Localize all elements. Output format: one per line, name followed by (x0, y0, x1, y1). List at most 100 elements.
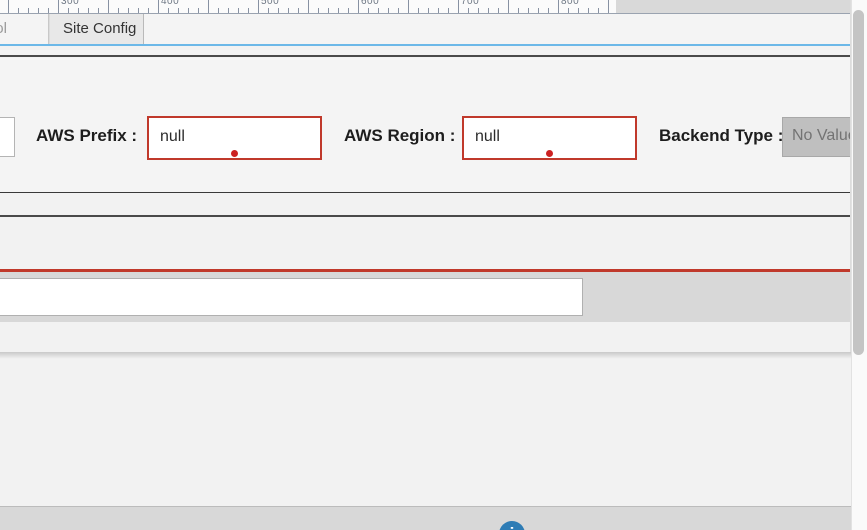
aws-region-value: null (475, 128, 500, 145)
ruler-major-tick (358, 0, 359, 13)
ruler-minor-tick (428, 8, 429, 13)
ruler-minor-tick (238, 8, 239, 13)
aws-prefix-label: AWS Prefix : (36, 126, 138, 145)
config-form-band: AWS Prefix : null AWS Region : null Back… (0, 58, 867, 192)
ruler-minor-tick (598, 8, 599, 13)
aws-region-input[interactable]: null (462, 116, 637, 160)
unnamed-text-input[interactable] (0, 117, 15, 157)
vertical-scrollbar-thumb[interactable] (853, 10, 864, 355)
ruler-minor-tick (228, 8, 229, 13)
toolbar-top-separator (0, 55, 867, 57)
ruler-minor-tick (498, 8, 499, 13)
ruler-minor-tick (348, 8, 349, 13)
ruler-minor-tick (518, 8, 519, 13)
ruler-minor-tick (318, 8, 319, 13)
ruler-major-tick (108, 0, 109, 13)
ruler-label: 800 (561, 0, 580, 7)
ruler-major-tick (608, 0, 609, 13)
ruler-minor-tick (468, 8, 469, 13)
ruler-major-tick (8, 0, 9, 13)
ruler-minor-tick (368, 8, 369, 13)
info-badge-glyph: i (499, 523, 525, 530)
ruler-minor-tick (478, 8, 479, 13)
validation-divider (0, 269, 867, 272)
section-separator-lower (0, 215, 867, 217)
ruler-minor-tick (178, 8, 179, 13)
ruler-minor-tick (488, 8, 489, 13)
ruler-label: 700 (461, 0, 480, 7)
ruler-minor-tick (188, 8, 189, 13)
ruler-minor-tick (278, 8, 279, 13)
ruler-minor-tick (148, 8, 149, 13)
backend-type-value: No Value (792, 127, 857, 144)
vertical-scrollbar-track[interactable] (851, 0, 867, 530)
ruler-label: 300 (61, 0, 80, 7)
ruler-minor-tick (68, 8, 69, 13)
ruler-major-tick (308, 0, 309, 13)
aws-prefix-value: null (160, 128, 185, 145)
ruler-label: 600 (361, 0, 380, 7)
tab-site-config[interactable]: Site Config (49, 14, 144, 44)
ruler-major-tick (508, 0, 509, 13)
ruler-minor-tick (578, 8, 579, 13)
background-canvas (0, 359, 867, 506)
aws-prefix-input[interactable]: null (147, 116, 322, 160)
ruler-minor-tick (448, 8, 449, 13)
ruler-minor-tick (38, 8, 39, 13)
ruler-major-tick (58, 0, 59, 13)
ruler-minor-tick (418, 8, 419, 13)
ruler-minor-tick (288, 8, 289, 13)
ruler-minor-tick (388, 8, 389, 13)
ruler-minor-tick (118, 8, 119, 13)
ruler-minor-tick (98, 8, 99, 13)
pane-right-edge (850, 0, 851, 352)
ruler-major-tick (258, 0, 259, 13)
section-gap-band (0, 193, 867, 215)
empty-content-band (0, 217, 867, 270)
ruler-overflow-area (616, 0, 867, 14)
ruler-minor-tick (18, 8, 19, 13)
info-badge-icon[interactable]: i (499, 521, 525, 530)
ruler-label: 500 (261, 0, 280, 7)
ruler-minor-tick (328, 8, 329, 13)
aws-region-error-dot (546, 150, 553, 157)
ruler-minor-tick (538, 8, 539, 13)
ruler-minor-tick (398, 8, 399, 13)
ruler-major-tick (558, 0, 559, 13)
ruler-minor-tick (248, 8, 249, 13)
ruler-minor-tick (548, 8, 549, 13)
aws-region-label: AWS Region : (344, 126, 456, 145)
lower-text-input[interactable] (0, 278, 583, 316)
tab-y-tool-label: y Tool (0, 20, 7, 37)
tab-bar-filler (145, 14, 867, 44)
tab-bar: y Tool Site Config (0, 14, 867, 46)
lower-toolbar-band (0, 272, 867, 322)
ruler-minor-tick (338, 8, 339, 13)
ruler-minor-tick (568, 8, 569, 13)
section-separator-upper (0, 192, 867, 193)
tab-y-tool[interactable]: y Tool (0, 14, 49, 44)
ruler-minor-tick (218, 8, 219, 13)
ruler-minor-tick (138, 8, 139, 13)
ruler-minor-tick (88, 8, 89, 13)
ruler-minor-tick (168, 8, 169, 13)
ruler-label: 400 (161, 0, 180, 7)
tab-site-config-label: Site Config (63, 20, 137, 37)
aws-prefix-error-dot (231, 150, 238, 157)
ruler-minor-tick (128, 8, 129, 13)
ruler-minor-tick (588, 8, 589, 13)
ruler-major-tick (158, 0, 159, 13)
backend-type-label: Backend Type : (659, 126, 784, 145)
ruler-minor-tick (48, 8, 49, 13)
panel-drop-shadow (0, 352, 867, 359)
ruler-major-tick (208, 0, 209, 13)
ruler-minor-tick (298, 8, 299, 13)
horizontal-ruler: 300 400 500 600 700 800 (0, 0, 867, 14)
ruler-minor-tick (528, 8, 529, 13)
ruler-minor-tick (78, 8, 79, 13)
panel-footer-band (0, 322, 867, 352)
ruler-minor-tick (198, 8, 199, 13)
ruler-minor-tick (378, 8, 379, 13)
status-bar: i (0, 506, 867, 530)
